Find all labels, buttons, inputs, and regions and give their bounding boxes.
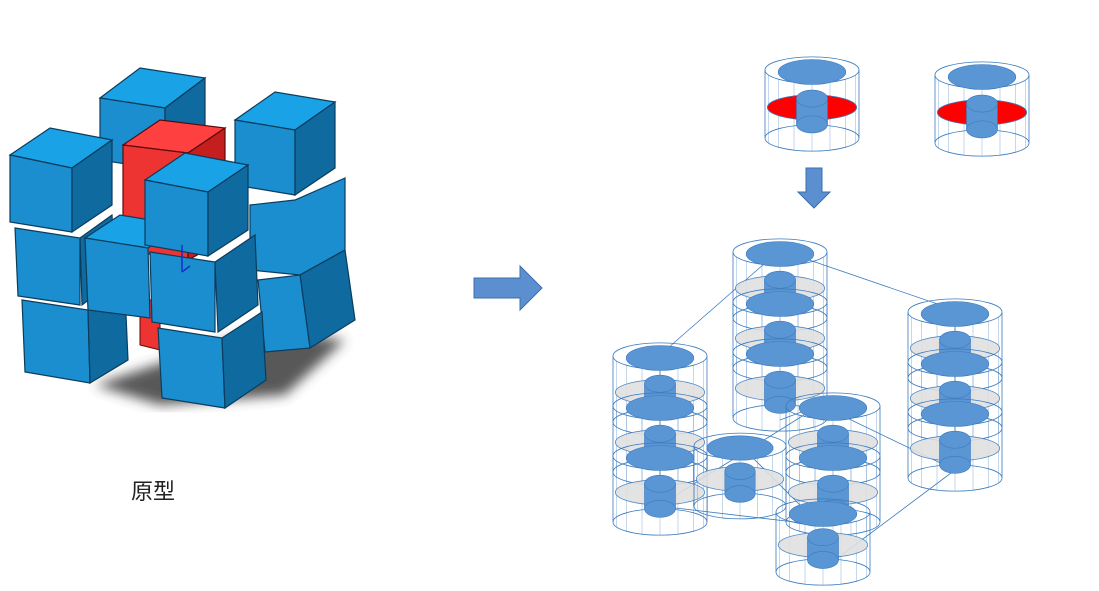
- cube-front-top: [143, 152, 250, 258]
- connection-line: [659, 249, 781, 356]
- single-unit-middle: [693, 432, 787, 520]
- stack-left: [612, 342, 708, 536]
- stack-back-center: [732, 238, 828, 432]
- cube-front-middle: [149, 233, 259, 334]
- arrow-right-icon: [473, 264, 543, 312]
- cylinder-model: [612, 56, 1030, 586]
- stack-right: [907, 298, 1003, 492]
- cube-right-column: [233, 91, 356, 353]
- arrow-down-icon: [796, 167, 832, 209]
- cube-left-top: [8, 127, 114, 234]
- cube-front-bottom: [157, 310, 267, 410]
- stack-back-center-cell: [732, 338, 828, 432]
- exemplar-unit-right: [934, 61, 1030, 157]
- stack-left-cell: [612, 442, 708, 536]
- stack-right-cell: [907, 398, 1003, 492]
- prototype-caption: 原型: [130, 480, 175, 505]
- single-unit-front: [775, 498, 871, 586]
- exemplar-unit-left: [764, 56, 860, 152]
- cube-left-bottom: [21, 291, 129, 385]
- prototype-cube-assembly: [8, 67, 356, 410]
